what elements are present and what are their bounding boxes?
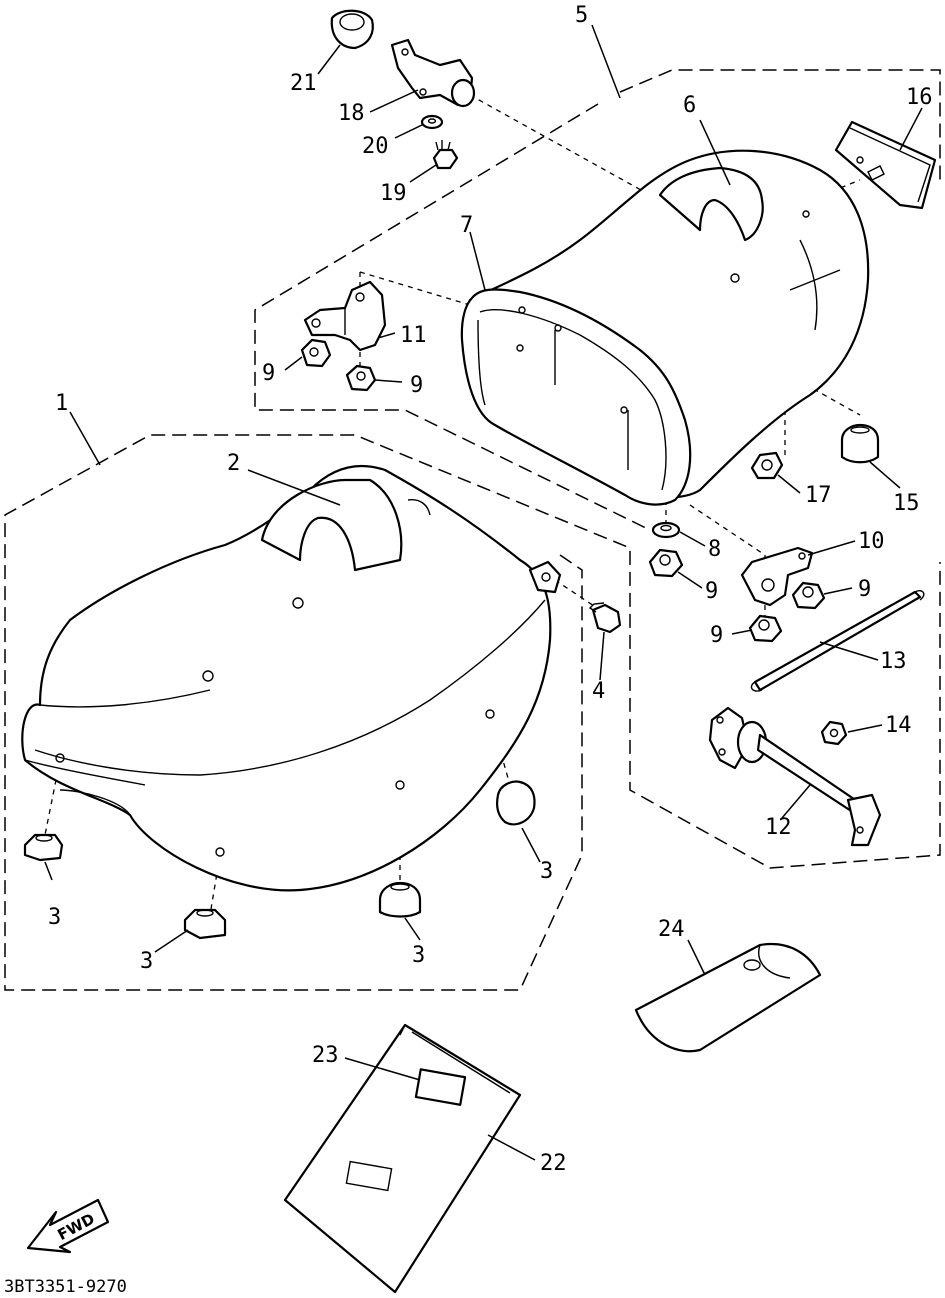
damper-3-lower (183, 908, 227, 940)
callout-3: 3 (412, 943, 425, 968)
main-seat (21, 465, 562, 892)
seat-lock-12 (708, 706, 882, 847)
callout-7: 7 (460, 213, 473, 238)
callout-4: 4 (592, 679, 605, 704)
callout-13: 13 (880, 649, 907, 674)
callout-3: 3 (540, 859, 553, 884)
callout-9: 9 (858, 577, 871, 602)
guide-10 (689, 504, 766, 556)
callout-6: 6 (683, 93, 696, 118)
cap-21 (330, 9, 374, 50)
callout-24: 24 (658, 917, 685, 942)
bracket-10 (740, 546, 814, 607)
seat-hole (292, 597, 304, 609)
callout-2: 2 (227, 451, 240, 476)
label-23 (414, 1068, 467, 1106)
nut-9-b (345, 364, 377, 392)
fwd-arrow: FWD (26, 1198, 110, 1254)
diagram-code: 3BT3351-9270 (4, 1277, 127, 1297)
nut-17 (750, 451, 784, 480)
damper-3-right (496, 780, 536, 826)
seat-hole (395, 780, 405, 790)
callout-19: 19 (380, 181, 407, 206)
bracket-11 (303, 280, 387, 352)
nut-9-d (791, 581, 826, 610)
guide-18-to-6 (469, 94, 651, 196)
tool-bag-24 (634, 942, 822, 1053)
seat-hole (215, 847, 225, 857)
callout-8: 8 (708, 537, 721, 562)
lock-cylinder-18 (390, 38, 476, 108)
callout-3: 3 (48, 905, 61, 930)
seat-strap-2 (260, 478, 431, 572)
callout-9: 9 (262, 361, 275, 386)
callout-3: 3 (140, 949, 153, 974)
screw-19 (432, 140, 459, 170)
nut-9-a (300, 338, 332, 368)
callout-9: 9 (710, 623, 723, 648)
callout-11: 11 (400, 323, 427, 348)
callout-17: 17 (805, 483, 832, 508)
bolt-4 (588, 602, 622, 634)
group-5-boundary-left (254, 103, 651, 531)
rod-13 (750, 590, 925, 692)
callout-20: 20 (362, 134, 389, 159)
callout-16: 16 (906, 85, 933, 110)
seat-hole (202, 670, 214, 682)
reflector-16 (834, 120, 937, 210)
callout-21: 21 (290, 71, 317, 96)
seat-hole (485, 709, 495, 719)
seat-hole (55, 753, 65, 763)
nut-9-c (648, 548, 684, 578)
damper-3-center (378, 881, 422, 918)
callout-9: 9 (705, 579, 718, 604)
washer-8 (651, 521, 681, 539)
callout-9: 9 (410, 373, 423, 398)
leader-lines (44, 24, 923, 1161)
callout-1: 1 (55, 391, 68, 416)
callout-5: 5 (575, 3, 588, 28)
callout-22: 22 (540, 1151, 567, 1176)
callout-18: 18 (338, 101, 365, 126)
group-5-boundary (619, 69, 941, 180)
damper-3-left (23, 833, 64, 862)
rear-seat-strap-6 (658, 166, 764, 242)
group-1-boundary (4, 434, 941, 991)
washer-20 (420, 114, 444, 130)
callout-10: 10 (858, 529, 885, 554)
callouts: 1 2 3 3 3 3 4 5 6 7 8 9 9 9 9 9 10 11 12… (48, 3, 933, 1176)
nut-14 (820, 720, 848, 746)
callout-23: 23 (312, 1043, 339, 1068)
rear-seat-7 (460, 149, 870, 506)
nut-9-e (748, 614, 783, 643)
callout-14: 14 (885, 713, 912, 738)
callout-15: 15 (893, 491, 920, 516)
damper-15 (840, 423, 880, 464)
callout-12: 12 (765, 815, 792, 840)
